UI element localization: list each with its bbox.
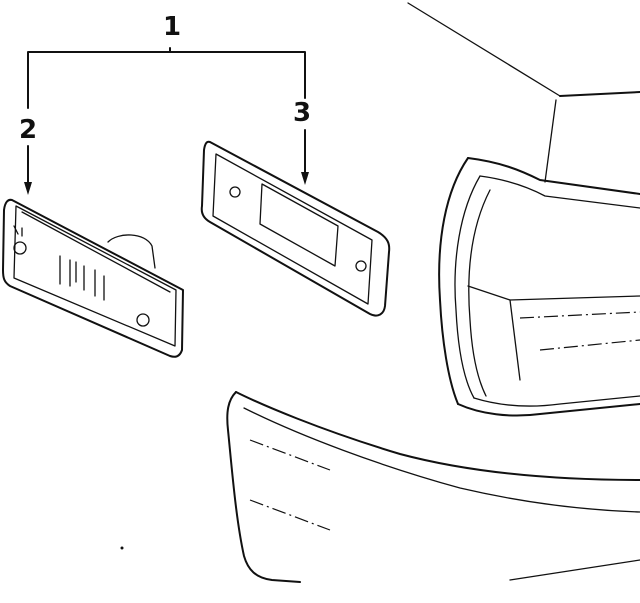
headlamp-reflector-line [520, 312, 640, 318]
headlamp-reflector-line-2 [540, 340, 640, 350]
headlamp-lens-edge [469, 190, 490, 396]
gasket-outer [202, 142, 389, 316]
headlamp-lens-divider [510, 300, 520, 380]
callout-3-arrowhead [301, 172, 309, 185]
lens-mount-hole-right [137, 314, 149, 326]
hood-edge [408, 3, 560, 96]
callout-2-arrowhead [24, 182, 32, 195]
lens-outline [3, 200, 183, 357]
headlamp-bezel-top [468, 158, 640, 194]
bumper-top-edge [236, 392, 640, 480]
bumper [121, 392, 640, 582]
gasket-hole-left [230, 187, 240, 197]
gasket [202, 142, 389, 316]
lens-ribs [60, 256, 104, 300]
fender-top [560, 92, 640, 96]
bumper-dash-1 [250, 440, 330, 470]
bumper-lower-edge [510, 560, 640, 580]
vehicle-body [408, 3, 640, 416]
gasket-opening [260, 184, 338, 266]
callout-1-bracket [28, 48, 305, 56]
gasket-inner [213, 154, 372, 304]
stray-dot [121, 547, 124, 550]
lens-rim-line [22, 212, 170, 292]
bumper-dash-2 [250, 500, 330, 530]
fender-corner [545, 100, 556, 182]
callout-2: 2 [19, 117, 37, 143]
headlamp-bezel-inner-top [480, 176, 640, 208]
headlamp-bezel-inner-bottom [474, 396, 640, 406]
headlamp-lens-split [468, 286, 640, 300]
callout-3: 3 [293, 100, 311, 126]
bumper-end [227, 392, 300, 582]
gasket-hole-right [356, 261, 366, 271]
lens-mount-hole-left [14, 242, 26, 254]
side-marker-lens [3, 200, 183, 357]
callout-1: 1 [163, 14, 181, 40]
